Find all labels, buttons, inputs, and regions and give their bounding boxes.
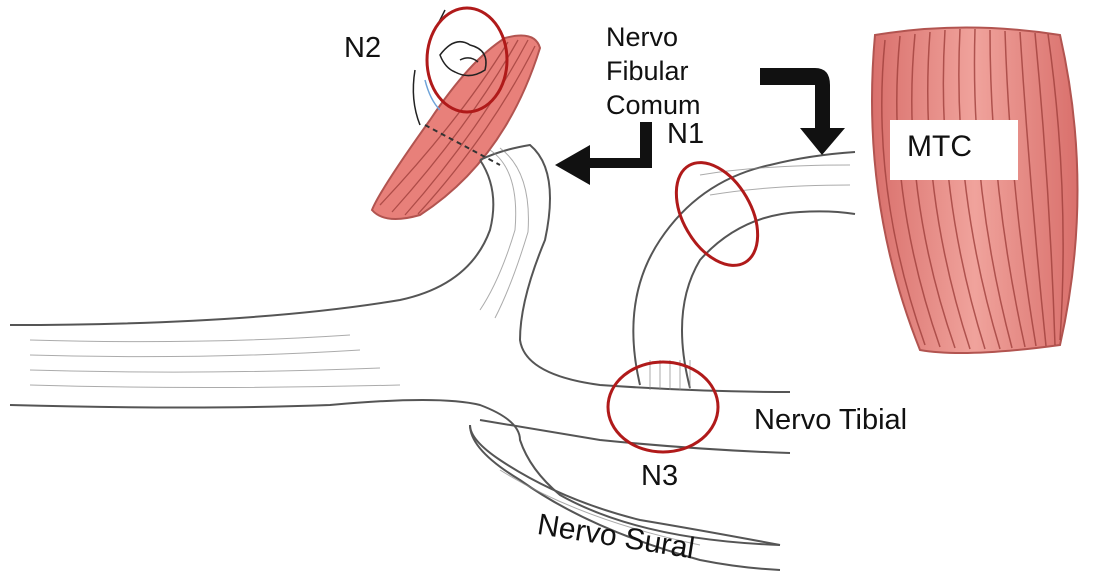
label-nervo-tibial: Nervo Tibial — [754, 406, 907, 435]
fibular-muscle — [372, 10, 540, 219]
arrow-to-n1 — [555, 122, 652, 185]
label-nervo-fibular-comum: Nervo Fibular Comum — [606, 20, 701, 122]
arrow-to-mtc — [760, 68, 845, 155]
nerve-fibers — [30, 148, 850, 545]
label-mtc: MTC — [907, 132, 972, 162]
label-n3: N3 — [641, 462, 678, 491]
label-n1: N1 — [667, 120, 704, 149]
label-n2: N2 — [344, 34, 381, 63]
n3-circle — [608, 362, 718, 452]
mtc-muscle — [872, 28, 1078, 354]
nerve-trunk — [10, 145, 855, 570]
